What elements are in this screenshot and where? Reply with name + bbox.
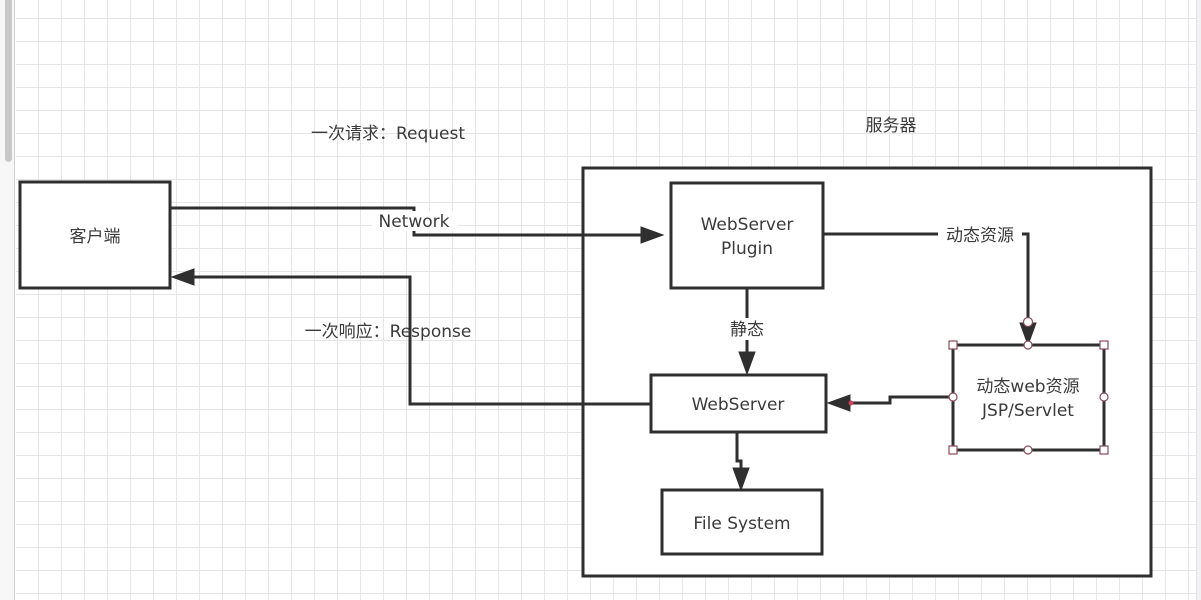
server-container-label: 服务器 — [866, 116, 917, 136]
response-arrowhead — [170, 268, 195, 286]
plugin-node[interactable]: WebServer Plugin — [669, 181, 825, 290]
connection-point-right[interactable] — [1099, 392, 1109, 402]
plugin-label-line2: Plugin — [721, 239, 773, 259]
response-label: 一次响应：Response — [305, 322, 472, 342]
filesystem-label: File System — [693, 514, 790, 534]
filesystem-node[interactable]: File System — [660, 488, 824, 556]
resize-handle-bottom-right[interactable] — [1099, 445, 1109, 455]
resize-handle-top-left[interactable] — [948, 340, 958, 350]
network-label: Network — [379, 212, 450, 232]
request-arrowhead — [640, 226, 665, 244]
static-arrowhead — [738, 351, 756, 376]
dynamic-edge-endpoint-handle[interactable] — [1022, 316, 1034, 328]
vertical-scrollbar[interactable] — [5, 0, 12, 162]
dynamic-edge[interactable]: 动态资源 — [823, 224, 1037, 347]
response-edge[interactable] — [170, 268, 651, 406]
connection-point-bottom[interactable] — [1023, 445, 1033, 455]
dynamic-edge-line[interactable] — [823, 232, 1030, 330]
request-label: 一次请求：Request — [311, 124, 465, 144]
dynamic-resource-label-line2: JSP/Servlet — [981, 401, 1074, 421]
client-label: 客户端 — [70, 227, 121, 247]
connection-point-left[interactable] — [948, 392, 958, 402]
edge-selection-dot — [848, 400, 854, 406]
webserver-node[interactable]: WebServer — [649, 373, 828, 434]
dynamic-resource-rect[interactable] — [951, 343, 1106, 452]
servlet-to-webserver-line[interactable] — [846, 395, 953, 405]
servlet-to-webserver-edge[interactable] — [826, 394, 953, 412]
connection-point-top[interactable] — [1023, 340, 1033, 350]
network-label-bg — [372, 211, 458, 231]
request-edge[interactable]: Network — [170, 206, 665, 244]
webserver-to-fs-edge[interactable] — [732, 432, 750, 492]
dynamic-edge-label: 动态资源 — [946, 226, 1014, 246]
client-rect[interactable] — [18, 180, 172, 290]
static-edge[interactable]: 静态 — [727, 288, 767, 376]
filesystem-rect[interactable] — [660, 488, 824, 556]
static-label-bg — [727, 318, 767, 340]
static-label: 静态 — [730, 320, 764, 340]
right-scrollbar-track[interactable] — [1196, 0, 1201, 600]
dynamic-resource-node[interactable]: 动态web资源 JSP/Servlet — [948, 340, 1109, 455]
plugin-rect[interactable] — [669, 181, 825, 290]
left-panel — [0, 0, 15, 600]
webserver-to-fs-arrowhead — [732, 467, 750, 492]
dynamic-label-bg — [938, 224, 1022, 246]
webserver-label: WebServer — [692, 395, 785, 415]
resize-handle-top-right[interactable] — [1099, 340, 1109, 350]
plugin-label-line1: WebServer — [701, 215, 794, 235]
resize-handle-bottom-left[interactable] — [948, 445, 958, 455]
client-node[interactable]: 客户端 — [18, 180, 172, 290]
response-edge-line[interactable] — [188, 275, 651, 406]
dynamic-resource-label-line1: 动态web资源 — [976, 377, 1079, 397]
